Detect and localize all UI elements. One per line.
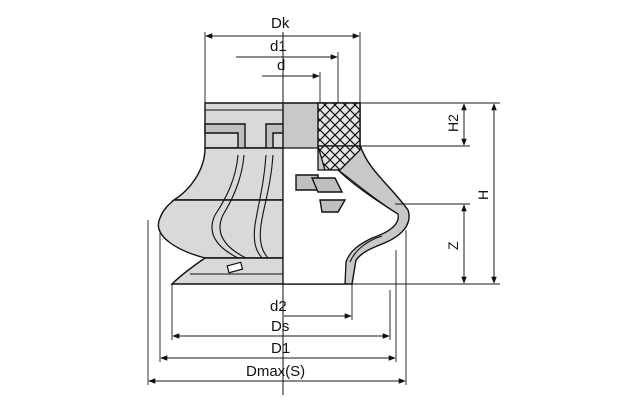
dimension-h2: H2 <box>445 103 467 146</box>
bottom-extension-lines <box>147 220 407 385</box>
label-dmax: Dmax(S) <box>246 363 305 380</box>
label-d1-big: D1 <box>271 340 290 357</box>
dimension-ds: Ds <box>172 318 390 339</box>
extension-lines-right <box>352 102 500 285</box>
label-dk: Dk <box>271 15 290 32</box>
dimension-h: H <box>475 103 497 284</box>
label-d: d <box>277 57 285 74</box>
label-d1: d1 <box>270 38 287 55</box>
dimension-d1-small: d1 <box>236 38 339 103</box>
dimension-d2: d2 <box>270 298 352 319</box>
label-d2: d2 <box>270 298 287 315</box>
label-h2: H2 <box>445 114 461 132</box>
exterior-view <box>157 102 283 285</box>
dimension-dmax: Dmax(S) <box>148 363 406 384</box>
label-ds: Ds <box>271 318 289 335</box>
dimension-z: Z <box>445 204 467 284</box>
section-view <box>283 102 410 285</box>
label-h: H <box>475 190 491 200</box>
dimension-d: d <box>262 57 321 103</box>
label-z: Z <box>445 241 461 250</box>
dimension-d1-big: D1 <box>160 340 396 361</box>
